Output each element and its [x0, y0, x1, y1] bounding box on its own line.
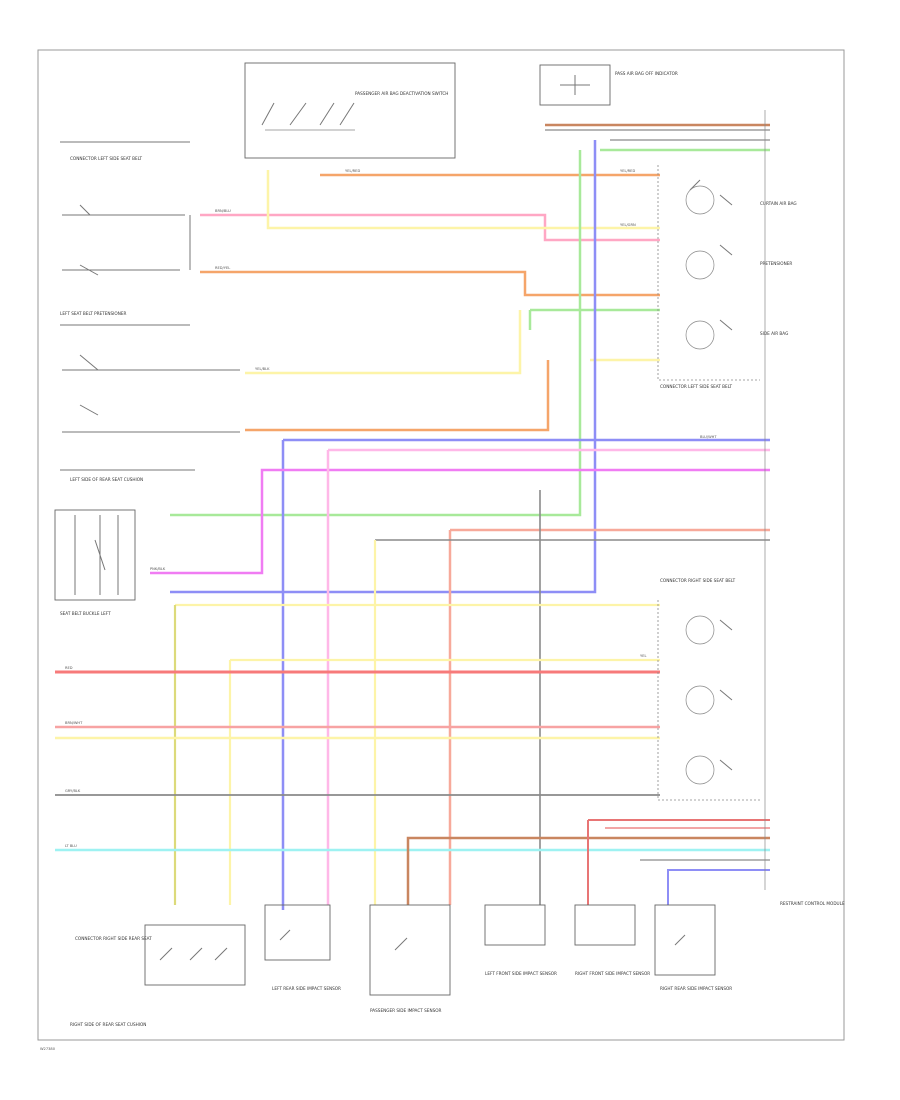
left-upper-switch: CONNECTOR LEFT SIDE SEAT BELT — [60, 141, 191, 276]
sensor-right-front-label: RIGHT FRONT SIDE IMPACT SENSOR — [575, 971, 650, 976]
sensor-right-front: RIGHT FRONT SIDE IMPACT SENSOR — [574, 904, 650, 976]
wire-label-yel-blk: YEL/BLK — [255, 367, 270, 371]
squib-pretensioner-label: PRETENSIONER — [760, 261, 792, 266]
wire-label-blu-wht: BLU/WHT — [700, 435, 717, 439]
sensor-right-rear-label: RIGHT REAR SIDE IMPACT SENSOR — [660, 986, 732, 991]
wire-label-brn-wht: BRN/WHT — [65, 721, 83, 725]
connector-mid-right-label: CONNECTOR LEFT SIDE SEAT BELT — [660, 384, 732, 389]
wire-yellow-top — [266, 170, 660, 230]
top-switch: PASSENGER AIR BAG DEACTIVATION SWITCH — [244, 62, 456, 159]
wire-label-lt-blu: LT BLU — [65, 844, 77, 848]
left-pretensioner-header: LEFT SEAT BELT PRETENSIONER — [60, 311, 126, 316]
wire-orange-mid — [200, 270, 660, 297]
wire-blue-main — [281, 438, 770, 910]
wire-salmon — [448, 528, 770, 905]
footer-code: W27380 — [40, 1047, 56, 1051]
wire-label-pnk-blk: PNK/BLK — [150, 567, 166, 571]
wire-red-bottom — [587, 819, 770, 905]
sensor-left-rear: LEFT REAR SIDE IMPACT SENSOR — [264, 904, 341, 991]
connector-upper-left-label: CONNECTOR LEFT SIDE SEAT BELT — [70, 156, 142, 161]
wire-green-vertical — [170, 150, 582, 517]
rear-bottom-left-label: CONNECTOR RIGHT SIDE REAR SEAT — [75, 936, 152, 941]
wire-magenta — [150, 468, 770, 575]
wire-orange-lower — [245, 360, 550, 432]
sensor-left-front: LEFT FRONT SIDE IMPACT SENSOR — [484, 904, 557, 976]
sensor-left-front-label: LEFT FRONT SIDE IMPACT SENSOR — [485, 971, 557, 976]
wire-lightpink-vertical — [326, 448, 770, 905]
left-side-header-label: LEFT SIDE OF REAR SEAT CUSHION — [70, 477, 143, 482]
wire-label-yel-red-2: YEL/RED — [620, 169, 635, 173]
wire-label-yel-red-1: YEL/RED — [345, 169, 360, 173]
wire-yellow-2 — [228, 658, 660, 905]
right-upper-connector: CURTAIN AIR BAG PRETENSIONER SIDE AIR BA… — [657, 165, 797, 389]
wire-label-red: RED — [65, 666, 73, 670]
wire-gray-vert — [375, 490, 770, 905]
left-side-header: LEFT SIDE OF REAR SEAT CUSHION — [60, 469, 195, 482]
squib-upper-label: CURTAIN AIR BAG — [760, 201, 797, 206]
module-pin-column: RESTRAINT CONTROL MODULE — [764, 110, 845, 906]
top-indicator-label: PASS AIR BAG OFF INDICATOR — [615, 71, 678, 76]
diagram-frame — [37, 49, 845, 1041]
wire-label-red-yel: RED/YEL — [215, 266, 230, 270]
buckle-left-label: SEAT BELT BUCKLE LEFT — [60, 611, 111, 616]
wire-blue-right — [170, 140, 597, 594]
wire-blue-bottom — [667, 869, 770, 905]
wire-yellow-left — [245, 310, 522, 375]
connector-lower-right-label: CONNECTOR RIGHT SIDE SEAT BELT — [660, 578, 736, 583]
squib-side-label: SIDE AIR BAG — [760, 331, 788, 336]
sensor-passenger-label: PASSENGER SIDE IMPACT SENSOR — [370, 1008, 442, 1013]
sensor-passenger: PASSENGER SIDE IMPACT SENSOR — [369, 904, 451, 1013]
sensor-left-rear-label: LEFT REAR SIDE IMPACT SENSOR — [272, 986, 341, 991]
bottom-left-switch: CONNECTOR RIGHT SIDE REAR SEAT RIGHT SID… — [70, 924, 246, 1027]
wire-gray-top — [545, 129, 770, 141]
wire-label-yel-grn-top: YEL/GRN — [620, 223, 636, 227]
wire-label-gry-blk: GRY/BLK — [65, 789, 81, 793]
wire-brown-bottom — [406, 836, 770, 905]
top-indicator: PASS AIR BAG OFF INDICATOR — [539, 64, 678, 106]
left-pretensioner: LEFT SEAT BELT PRETENSIONER — [60, 311, 240, 433]
sensor-right-rear: RIGHT REAR SIDE IMPACT SENSOR — [654, 904, 732, 991]
wire-label-yel: YEL — [640, 654, 646, 658]
top-switch-label: PASSENGER AIR BAG DEACTIVATION SWITCH — [355, 91, 448, 96]
right-side-header-label: RIGHT SIDE OF REAR SEAT CUSHION — [70, 1022, 146, 1027]
wire-label-brn-blu: BRN/BLU — [215, 209, 231, 213]
left-buckle-box: SEAT BELT BUCKLE LEFT — [54, 509, 136, 616]
module-right-label: RESTRAINT CONTROL MODULE — [780, 901, 845, 906]
right-lower-connector: CONNECTOR RIGHT SIDE SEAT BELT — [657, 578, 760, 801]
